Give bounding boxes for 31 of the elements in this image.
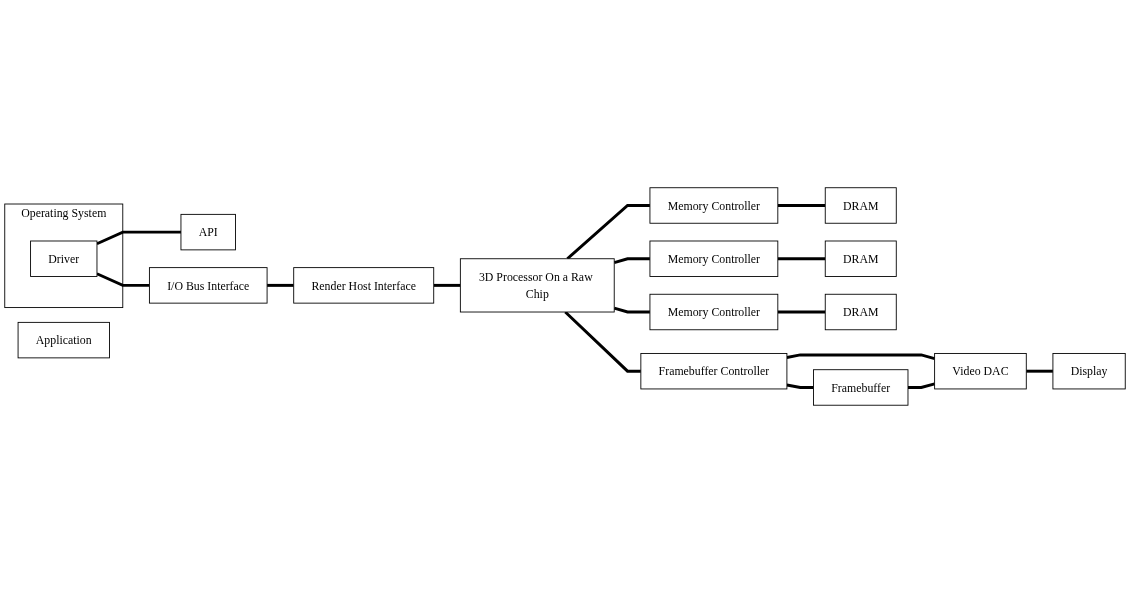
connector <box>1026 369 1053 373</box>
node-box: DRAM <box>824 293 897 330</box>
connector <box>786 383 814 389</box>
node-box: Memory Controller <box>649 240 779 277</box>
connector <box>96 230 181 245</box>
connector <box>786 352 935 360</box>
connector <box>908 381 935 389</box>
connector <box>433 283 461 287</box>
connector <box>777 256 826 260</box>
connector <box>777 310 826 313</box>
node-box: Memory Controller <box>649 186 779 224</box>
connector <box>777 203 826 207</box>
node-box: Video DAC <box>934 352 1027 389</box>
connector <box>613 306 650 313</box>
connector <box>267 283 294 287</box>
node-box: Display <box>1052 352 1126 389</box>
node-box: Application <box>17 321 110 358</box>
node-box: Driver <box>30 240 98 277</box>
node-box: DRAM <box>824 240 897 277</box>
node-box: I/O Bus Interface <box>148 266 268 304</box>
node-box: DRAM <box>824 186 897 224</box>
connector <box>564 310 641 373</box>
node-box: 3D Processor On a Raw Chip <box>459 257 615 312</box>
node-box: Render Host Interface <box>293 266 435 304</box>
node-box: Memory Controller <box>649 293 779 330</box>
connector <box>96 271 150 287</box>
connector <box>613 256 650 264</box>
node-box: Framebuffer Controller <box>640 352 788 389</box>
node-box: Framebuffer <box>813 368 909 406</box>
connector <box>566 203 650 260</box>
node-box: API <box>180 213 236 250</box>
